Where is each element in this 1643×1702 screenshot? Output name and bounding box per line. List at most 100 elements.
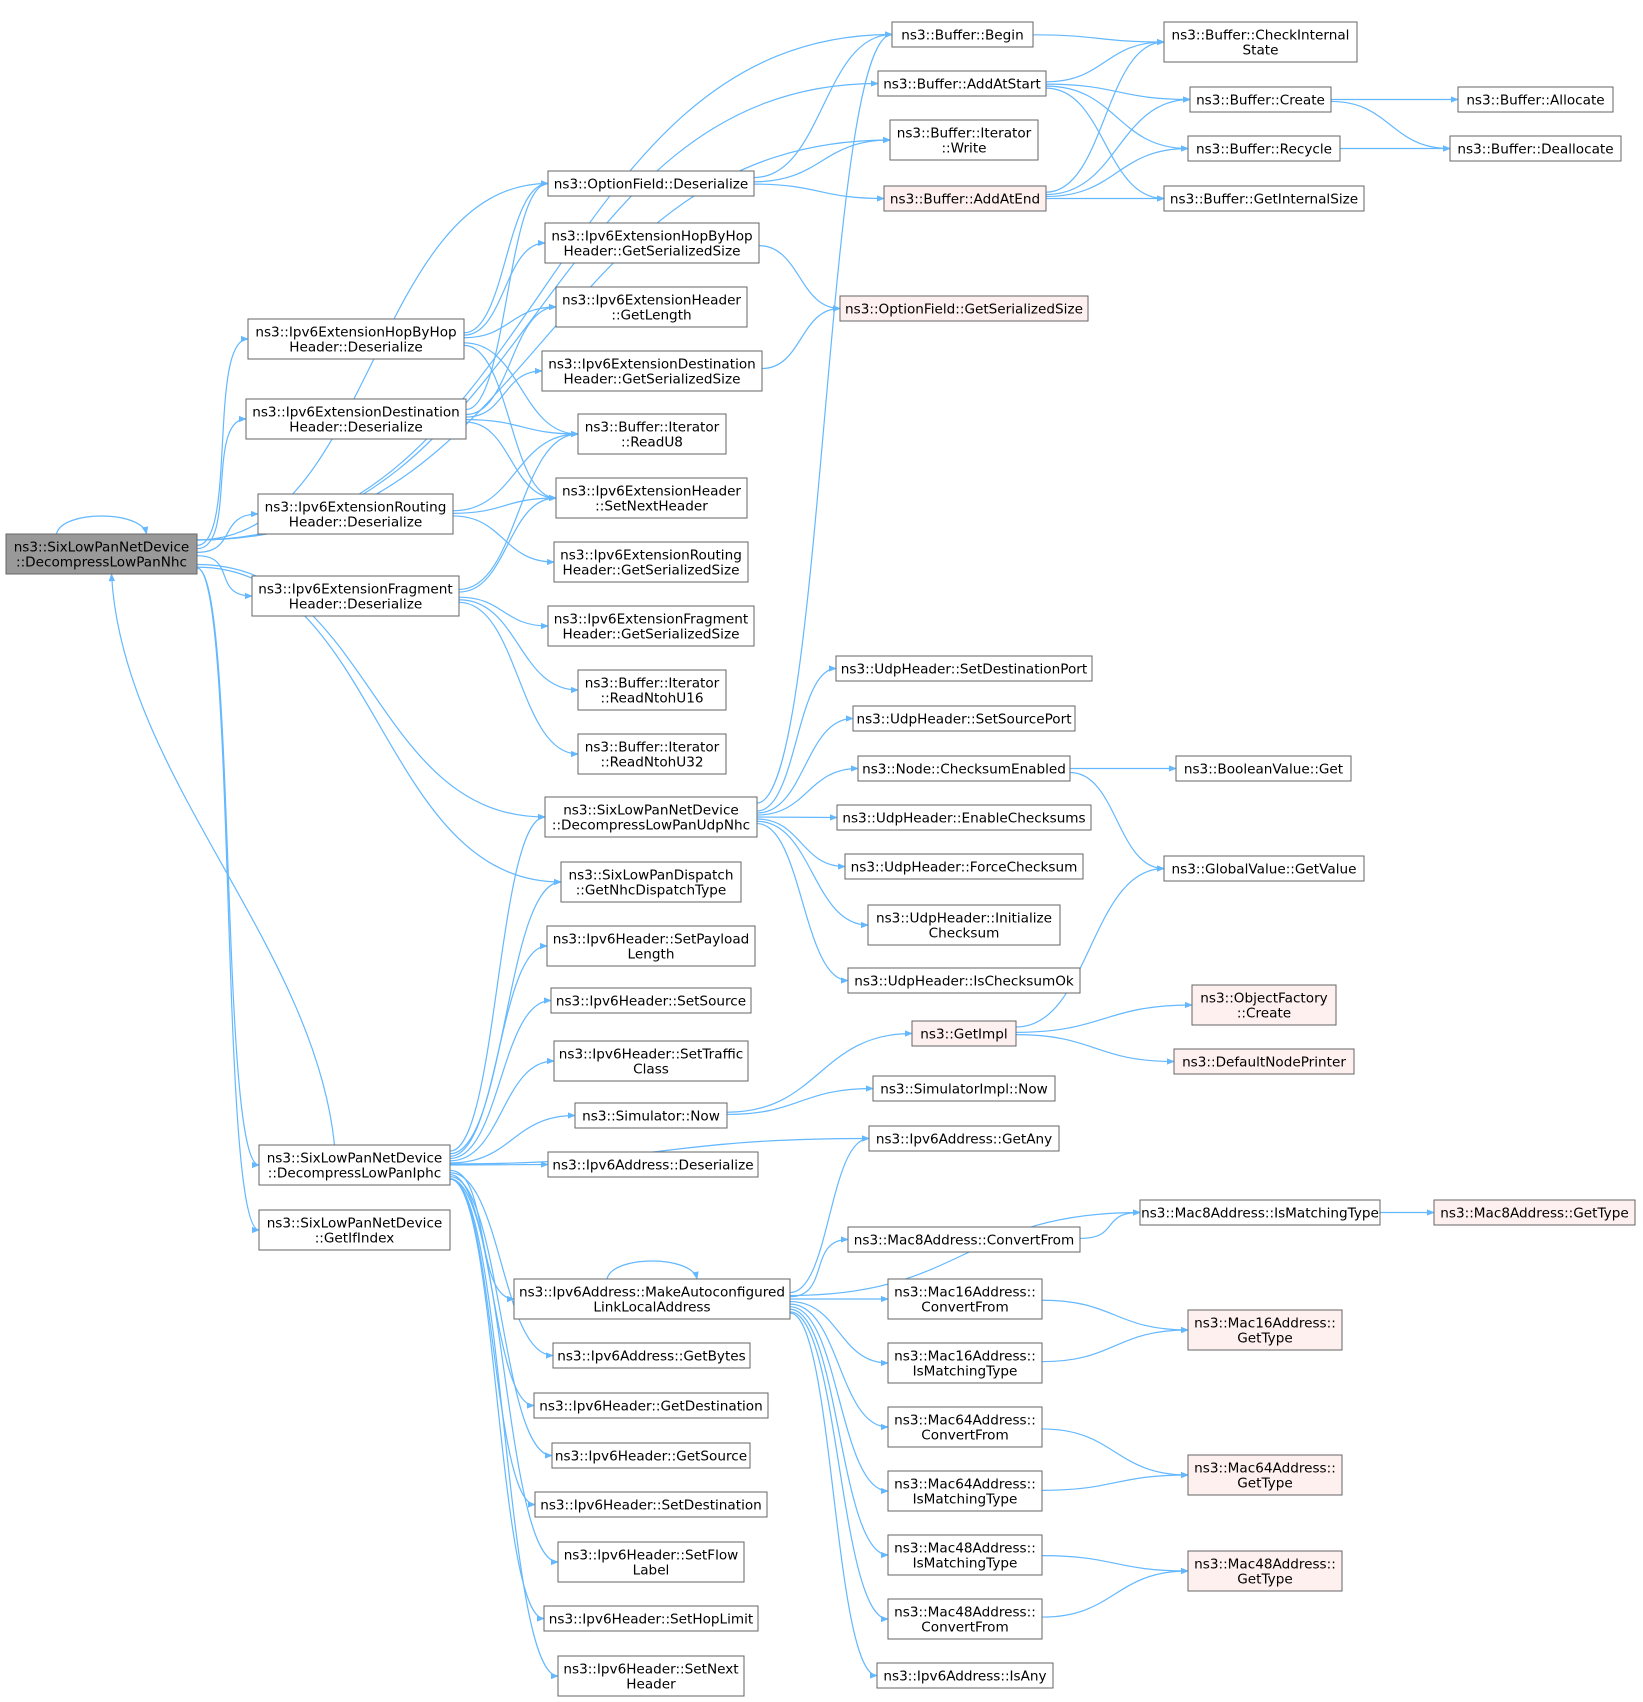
node-box[interactable]: [552, 1342, 751, 1369]
node-mac48type[interactable]: ns3::Mac48Address::GetType: [1187, 1550, 1343, 1592]
node-box[interactable]: [547, 170, 755, 197]
node-create[interactable]: ns3::Buffer::Create: [1189, 86, 1332, 113]
node-box[interactable]: [1449, 135, 1622, 162]
node-box[interactable]: [550, 987, 752, 1014]
node-box[interactable]: [857, 755, 1071, 782]
node-udpnhc[interactable]: ns3::SixLowPanNetDevice::DecompressLowPa…: [544, 796, 758, 838]
node-box[interactable]: [891, 21, 1034, 48]
node-box[interactable]: [887, 1534, 1043, 1576]
node-box[interactable]: [5, 533, 198, 575]
node-setdest[interactable]: ns3::Ipv6Header::SetDestination: [534, 1491, 768, 1518]
node-mac16match[interactable]: ns3::Mac16Address::IsMatchingType: [887, 1342, 1043, 1384]
node-getsource[interactable]: ns3::Ipv6Header::GetSource: [551, 1442, 751, 1469]
node-udpok[interactable]: ns3::UdpHeader::IsChecksumOk: [847, 967, 1081, 994]
node-rtsize[interactable]: ns3::Ipv6ExtensionRoutingHeader::GetSeri…: [553, 541, 749, 583]
node-root[interactable]: ns3::SixLowPanNetDevice::DecompressLowPa…: [5, 533, 198, 575]
node-dstdeser[interactable]: ns3::Ipv6ExtensionDestinationHeader::Des…: [245, 398, 467, 440]
node-readntohu32[interactable]: ns3::Buffer::Iterator::ReadNtohU32: [577, 733, 727, 775]
node-box[interactable]: [1187, 1309, 1343, 1351]
node-box[interactable]: [543, 1605, 759, 1632]
node-box[interactable]: [876, 1662, 1054, 1689]
node-box[interactable]: [1187, 1550, 1343, 1592]
node-hbhsize[interactable]: ns3::Ipv6ExtensionHopByHopHeader::GetSer…: [544, 222, 760, 264]
node-box[interactable]: [852, 705, 1076, 732]
node-box[interactable]: [547, 605, 755, 647]
node-box[interactable]: [553, 541, 749, 583]
node-box[interactable]: [533, 1392, 769, 1419]
node-box[interactable]: [546, 925, 756, 967]
node-mac16conv[interactable]: ns3::Mac16Address::ConvertFrom: [887, 1278, 1043, 1320]
node-box[interactable]: [574, 1102, 728, 1129]
node-dstsize[interactable]: ns3::Ipv6ExtensionDestinationHeader::Get…: [541, 350, 763, 392]
node-defprinter[interactable]: ns3::DefaultNodePrinter: [1173, 1048, 1355, 1075]
node-globalget[interactable]: ns3::GlobalValue::GetValue: [1163, 855, 1365, 882]
node-box[interactable]: [547, 1151, 759, 1178]
node-mac8match[interactable]: ns3::Mac8Address::IsMatchingType: [1139, 1199, 1381, 1226]
node-box[interactable]: [258, 1144, 451, 1186]
node-simnow[interactable]: ns3::Simulator::Now: [574, 1102, 728, 1129]
node-checksumen[interactable]: ns3::Node::ChecksumEnabled: [857, 755, 1071, 782]
node-box[interactable]: [541, 350, 763, 392]
node-sethop[interactable]: ns3::Ipv6Header::SetHopLimit: [543, 1605, 759, 1632]
node-box[interactable]: [557, 1655, 745, 1697]
node-box[interactable]: [887, 1278, 1043, 1320]
node-udpsetsrc[interactable]: ns3::UdpHeader::SetSourcePort: [852, 705, 1076, 732]
node-box[interactable]: [513, 1278, 791, 1320]
node-isany[interactable]: ns3::Ipv6Address::IsAny: [876, 1662, 1054, 1689]
node-mac64type[interactable]: ns3::Mac64Address::GetType: [1187, 1454, 1343, 1496]
node-getbytes[interactable]: ns3::Ipv6Address::GetBytes: [552, 1342, 751, 1369]
node-getany[interactable]: ns3::Ipv6Address::GetAny: [868, 1125, 1060, 1152]
node-mac64conv[interactable]: ns3::Mac64Address::ConvertFrom: [887, 1406, 1043, 1448]
node-begin[interactable]: ns3::Buffer::Begin: [891, 21, 1034, 48]
node-box[interactable]: [877, 70, 1047, 97]
node-box[interactable]: [245, 398, 467, 440]
node-box[interactable]: [1191, 984, 1337, 1026]
node-readntohu16[interactable]: ns3::Buffer::Iterator::ReadNtohU16: [577, 669, 727, 711]
node-setnext[interactable]: ns3::Ipv6Header::SetNextHeader: [557, 1655, 745, 1697]
node-makeauto[interactable]: ns3::Ipv6Address::MakeAutoconfiguredLink…: [513, 1278, 791, 1320]
node-udpenable[interactable]: ns3::UdpHeader::EnableChecksums: [836, 804, 1092, 831]
node-box[interactable]: [847, 1226, 1081, 1253]
node-box[interactable]: [251, 575, 460, 617]
node-box[interactable]: [847, 967, 1081, 994]
node-box[interactable]: [867, 904, 1061, 946]
node-box[interactable]: [1163, 21, 1358, 63]
node-box[interactable]: [1173, 1048, 1355, 1075]
node-fragdeser[interactable]: ns3::Ipv6ExtensionFragmentHeader::Deseri…: [251, 575, 460, 617]
node-udpsetdst[interactable]: ns3::UdpHeader::SetDestinationPort: [835, 655, 1093, 682]
node-box[interactable]: [247, 318, 465, 360]
node-getinternalsize[interactable]: ns3::Buffer::GetInternalSize: [1163, 185, 1365, 212]
node-addrdeser[interactable]: ns3::Ipv6Address::Deserialize: [547, 1151, 759, 1178]
node-addatend[interactable]: ns3::Buffer::AddAtEnd: [883, 185, 1047, 212]
node-getdest[interactable]: ns3::Ipv6Header::GetDestination: [533, 1392, 769, 1419]
node-box[interactable]: [258, 1209, 451, 1251]
node-setnexthdr[interactable]: ns3::Ipv6ExtensionHeader::SetNextHeader: [555, 477, 748, 519]
node-box[interactable]: [1457, 86, 1614, 113]
node-box[interactable]: [1189, 86, 1332, 113]
node-box[interactable]: [868, 1125, 1060, 1152]
node-allocate[interactable]: ns3::Buffer::Allocate: [1457, 86, 1614, 113]
node-getifindex[interactable]: ns3::SixLowPanNetDevice::GetIfIndex: [258, 1209, 451, 1251]
node-box[interactable]: [544, 222, 760, 264]
node-box[interactable]: [836, 804, 1092, 831]
node-optdeser[interactable]: ns3::OptionField::Deserialize: [547, 170, 755, 197]
node-iphc[interactable]: ns3::SixLowPanNetDevice::DecompressLowPa…: [258, 1144, 451, 1186]
node-deallocate[interactable]: ns3::Buffer::Deallocate: [1449, 135, 1622, 162]
node-box[interactable]: [887, 1342, 1043, 1384]
node-box[interactable]: [553, 1040, 749, 1082]
node-box[interactable]: [577, 733, 727, 775]
node-box[interactable]: [1163, 855, 1365, 882]
node-rtdeser[interactable]: ns3::Ipv6ExtensionRoutingHeader::Deseria…: [257, 493, 454, 535]
node-boolget[interactable]: ns3::BooleanValue::Get: [1175, 755, 1352, 782]
node-mac64match[interactable]: ns3::Mac64Address::IsMatchingType: [887, 1470, 1043, 1512]
node-mac48match[interactable]: ns3::Mac48Address::IsMatchingType: [887, 1534, 1043, 1576]
node-box[interactable]: [1163, 185, 1365, 212]
node-addatstart[interactable]: ns3::Buffer::AddAtStart: [877, 70, 1047, 97]
node-setsource[interactable]: ns3::Ipv6Header::SetSource: [550, 987, 752, 1014]
node-box[interactable]: [551, 1442, 751, 1469]
node-box[interactable]: [577, 669, 727, 711]
